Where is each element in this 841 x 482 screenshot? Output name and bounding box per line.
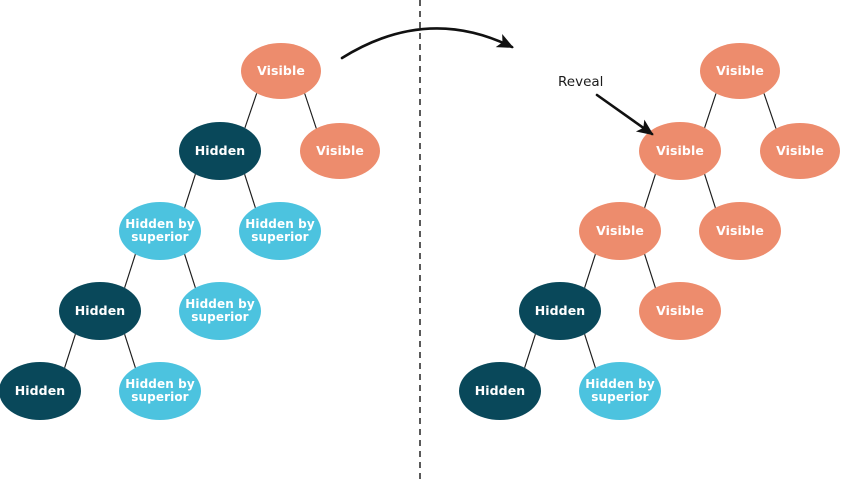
- tree-node-label: Hidden: [194, 143, 246, 158]
- tree-node-visible[interactable]: Visible: [700, 43, 780, 99]
- tree-node-visible[interactable]: Visible: [699, 202, 781, 260]
- tree-edge: [124, 334, 136, 368]
- tree-node-label: Visible: [596, 223, 644, 238]
- tree-node-label: Hidden: [74, 303, 126, 318]
- tree-node-label: Visible: [316, 143, 364, 158]
- tree-edge: [184, 174, 196, 208]
- tree-node-label: Visible: [656, 303, 704, 318]
- tree-edge: [584, 254, 596, 288]
- tree-node-visible[interactable]: Visible: [579, 202, 661, 260]
- reveal-annotation-label: Reveal: [558, 74, 604, 90]
- tree-node-hidden[interactable]: Hidden: [59, 282, 141, 340]
- tree-edge: [763, 93, 777, 129]
- tree-node-label: Visible: [257, 63, 305, 78]
- tree-node-label: Visible: [716, 63, 764, 78]
- tree-edge: [704, 93, 717, 128]
- tree-edge: [524, 334, 536, 368]
- tree-edge: [124, 254, 136, 288]
- tree-node-hidden[interactable]: Hidden: [519, 282, 601, 340]
- tree-node-label: Hidden by superior: [125, 216, 195, 244]
- tree-node-hidden[interactable]: Hidden: [0, 362, 81, 420]
- tree-node-visible[interactable]: Visible: [639, 122, 721, 180]
- tree-node-hidden-by-superior[interactable]: Hidden by superior: [119, 362, 201, 420]
- tree-node-label: Hidden by superior: [585, 376, 655, 404]
- curved-transform-arrow-icon: [340, 27, 514, 60]
- tree-edge: [244, 174, 256, 208]
- tree-edge: [644, 174, 656, 208]
- tree-node-label: Hidden by superior: [125, 376, 195, 404]
- tree-node-hidden[interactable]: Hidden: [179, 122, 261, 180]
- tree-node-label: Hidden: [14, 383, 66, 398]
- tree-node-hidden-by-superior[interactable]: Hidden by superior: [119, 202, 201, 260]
- tree-node-hidden[interactable]: Hidden: [459, 362, 541, 420]
- tree-node-visible[interactable]: Visible: [241, 43, 321, 99]
- tree-node-hidden-by-superior[interactable]: Hidden by superior: [239, 202, 321, 260]
- tree-edge: [184, 254, 196, 288]
- tree-edge: [64, 334, 76, 368]
- tree-node-label: Visible: [656, 143, 704, 158]
- tree-node-visible[interactable]: Visible: [760, 123, 840, 179]
- tree-node-label: Hidden: [534, 303, 586, 318]
- tree-node-label: Visible: [716, 223, 764, 238]
- tree-node-hidden-by-superior[interactable]: Hidden by superior: [179, 282, 261, 340]
- tree-node-hidden-by-superior[interactable]: Hidden by superior: [579, 362, 661, 420]
- tree-node-visible[interactable]: Visible: [639, 282, 721, 340]
- tree-edge: [244, 93, 258, 129]
- tree-edge: [704, 174, 716, 208]
- tree-node-label: Visible: [776, 143, 824, 158]
- tree-node-visible[interactable]: Visible: [300, 123, 380, 179]
- tree-edge: [304, 93, 317, 129]
- tree-edge: [644, 254, 656, 288]
- tree-node-label: Hidden by superior: [185, 296, 255, 324]
- reveal-arrow-icon: [595, 93, 654, 136]
- tree-node-label: Hidden: [474, 383, 526, 398]
- tree-edge: [584, 334, 596, 368]
- tree-node-label: Hidden by superior: [245, 216, 315, 244]
